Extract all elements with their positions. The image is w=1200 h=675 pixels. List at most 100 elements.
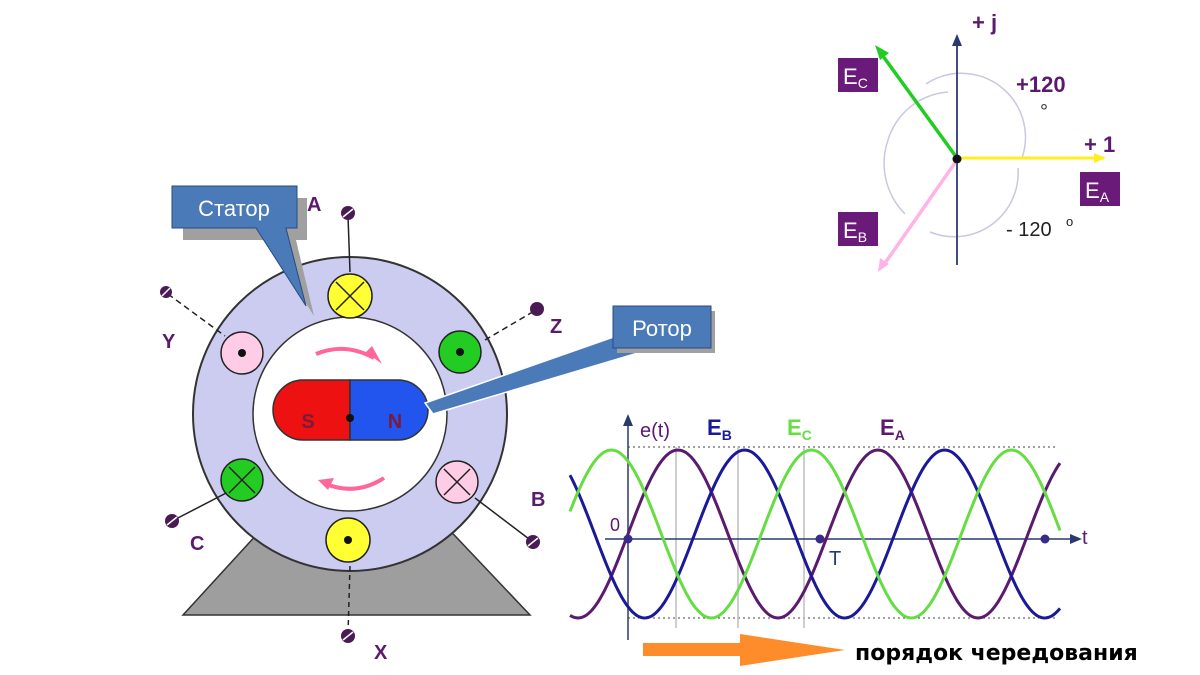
rotation-arrow-bottom <box>325 476 386 491</box>
terminal-screw-c <box>165 514 179 528</box>
phasor-arc-pos-inner <box>883 91 949 215</box>
waveform-origin-dot <box>623 534 633 544</box>
legend-ec-main: E <box>787 415 802 440</box>
legend-eb-main: E <box>707 415 722 440</box>
wire-x <box>347 565 351 635</box>
waveform-y-label: e(t) <box>640 420 670 442</box>
phasor-axis-real-arrowhead <box>1094 153 1106 163</box>
phasor-arc-pos <box>925 72 1027 159</box>
coil-z-dot <box>438 330 482 374</box>
phasor-angle-neg-label: - 120 <box>1006 219 1052 241</box>
callout-stator: Статор <box>171 185 314 316</box>
terminal-label-x: X <box>374 642 388 664</box>
legend-ec-sub: C <box>802 427 812 443</box>
phasor-origin <box>952 154 962 164</box>
phasor-diagram: + j + 1 +120 ° - 120 o EC EB EA <box>838 10 1120 272</box>
wire-a <box>347 215 351 273</box>
rotor-pole-s-label: S <box>301 411 314 433</box>
terminal-label-c: C <box>190 533 204 555</box>
phase-sequence: порядок чередования <box>643 634 1138 666</box>
wave-ea <box>569 448 1062 620</box>
callout-stator-box <box>171 185 307 307</box>
rotor-pole-n <box>349 379 429 441</box>
coil-c-cross <box>220 458 264 502</box>
terminal-labels: A X Y Z C B <box>162 194 562 664</box>
svg-text:EA: EA <box>1085 178 1110 205</box>
legend-ec: EC <box>787 415 812 443</box>
terminal-label-a: A <box>307 194 321 216</box>
terminal-screw-y <box>160 286 172 298</box>
waveform-x-label: t <box>1082 527 1088 549</box>
waveform-y-axis-arrowhead <box>623 414 633 426</box>
legend-ea-main: E <box>880 415 895 440</box>
svg-text:EB: EB <box>843 218 867 245</box>
coil-y-dot <box>220 331 264 375</box>
wire-y <box>167 293 226 337</box>
sequence-arrow-head <box>740 634 845 666</box>
legend-eb-sub: B <box>722 427 732 443</box>
phasor-label-ea-sub: A <box>1100 189 1110 205</box>
coil-a-cross <box>327 273 373 319</box>
waveform-period-label: T <box>829 548 841 570</box>
phasor-label-ec-sub: C <box>858 75 868 91</box>
terminals <box>160 206 544 643</box>
coil-b-cross <box>435 460 479 504</box>
phasor-axis-imag-arrowhead <box>952 34 962 46</box>
phasor-label-eb-main: E <box>843 218 858 243</box>
callout-rotor: Ротор <box>423 305 715 415</box>
phasor-angle-arcs <box>883 72 1027 238</box>
terminal-screw-z <box>530 302 544 316</box>
rotor-shaft <box>346 414 354 422</box>
rotation-arrow-top <box>315 346 375 360</box>
generator: S N <box>160 185 715 664</box>
phasor-vector-ec <box>878 50 959 160</box>
sequence-label: порядок чередования <box>855 641 1138 666</box>
phasor-vector-eb <box>881 158 959 268</box>
svg-text:EC: EC <box>843 64 868 91</box>
rotation-arrow-bottom-head <box>318 478 334 490</box>
phasor-arc-neg <box>929 167 1019 238</box>
waveform-x-axis-arrowhead <box>1070 534 1082 544</box>
waveform-end-dot <box>1040 534 1050 544</box>
callout-rotor-label: Ротор <box>632 316 692 341</box>
callout-stator-label: Статор <box>198 196 270 221</box>
phasor-label-ec-main: E <box>843 64 858 89</box>
phasor-label-ea: EA <box>1080 172 1120 206</box>
rotation-arrow-top-head <box>366 346 382 364</box>
phasor-label-ec: EC <box>838 58 878 92</box>
coil-x-dot <box>325 517 371 563</box>
phasor-vector-ec-arrowhead <box>875 45 889 60</box>
legend-ea-sub: A <box>895 427 905 443</box>
wire-z <box>484 309 537 341</box>
phasor-axis-imag-label: + j <box>972 10 997 35</box>
terminal-screw-b <box>526 535 540 549</box>
coils <box>220 273 482 563</box>
phasor-angle-pos-unit: ° <box>1040 101 1048 123</box>
legend-eb: EB <box>707 415 732 443</box>
waveform-period-dot <box>815 534 825 544</box>
sequence-arrow-shaft <box>643 643 743 656</box>
terminal-screw-x <box>341 629 355 643</box>
terminal-label-y: Y <box>162 331 176 353</box>
phasor-label-eb: EB <box>838 212 878 246</box>
terminal-wires <box>167 215 537 635</box>
phasor-vector-eb-arrowhead <box>878 258 889 272</box>
waveform-origin-label: 0 <box>610 515 620 535</box>
legend-ea: EA <box>880 415 905 443</box>
rotation-arrows <box>315 346 386 491</box>
phasor-angle-pos-label: +120 <box>1016 72 1066 97</box>
waveform-peak-markers <box>675 447 805 628</box>
terminal-label-z: Z <box>550 316 562 338</box>
wire-b <box>474 497 534 543</box>
waveform-plot: e(t) t 0 T EB EC EA <box>568 414 1088 640</box>
rotor-pole-s <box>272 379 351 441</box>
phasor-axis-real-label: + 1 <box>1084 132 1115 157</box>
terminal-label-b: B <box>531 489 545 511</box>
wire-c <box>173 489 233 521</box>
phasor-angle-neg-unit: o <box>1066 214 1073 229</box>
callout-rotor-box <box>612 305 712 349</box>
rotor: S N <box>272 379 429 441</box>
phasor-label-ea-main: E <box>1085 178 1100 203</box>
rotor-pole-n-label: N <box>388 411 402 433</box>
